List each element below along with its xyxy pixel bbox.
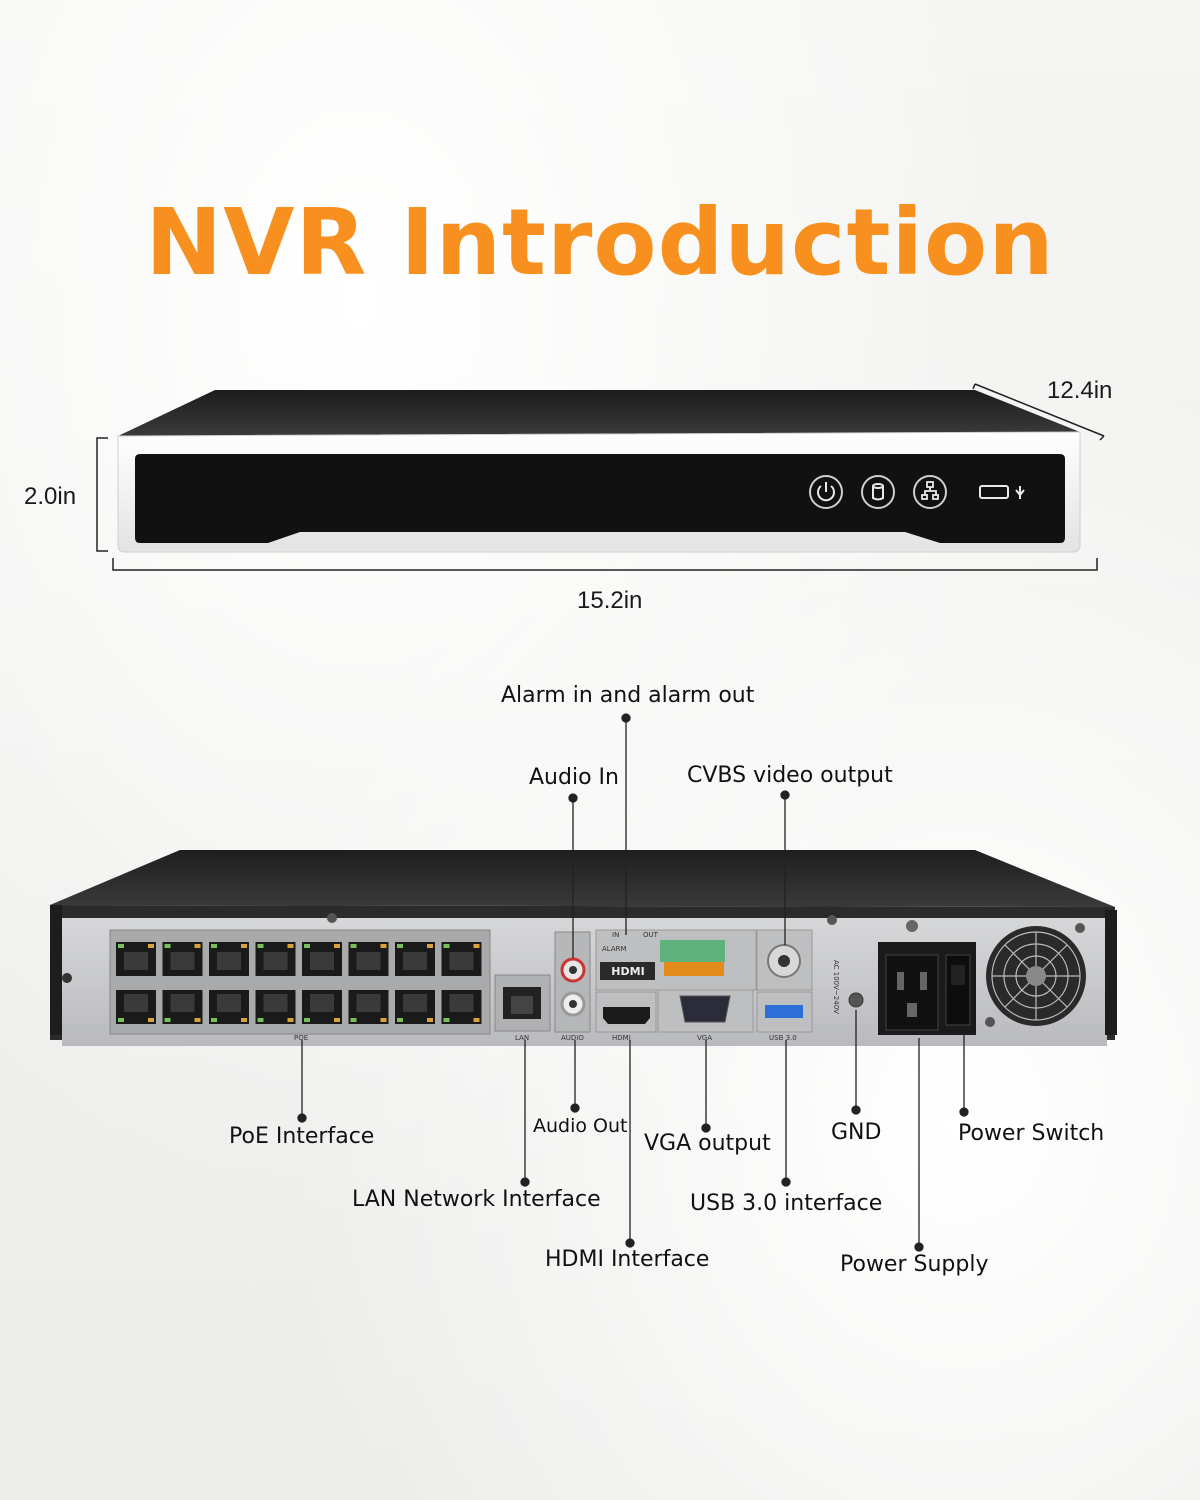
- height-label: 2.0in: [24, 483, 77, 510]
- poe-port: [162, 990, 203, 1024]
- poe-port: [255, 990, 296, 1024]
- poe-port: [348, 942, 389, 976]
- callout-alarm: Alarm in and alarm out: [501, 683, 755, 708]
- poe-port: [255, 942, 296, 976]
- callout-audio-in: Audio In: [529, 765, 619, 790]
- poe-port: [302, 990, 342, 1024]
- callout-hdmi: HDMI Interface: [545, 1247, 710, 1272]
- network-icon: [921, 481, 939, 500]
- panel-label-poe: POE: [294, 1034, 309, 1042]
- callout-gnd: GND: [831, 1120, 882, 1145]
- callout-vga: VGA output: [644, 1131, 771, 1156]
- panel-label-lan: LAN: [515, 1034, 530, 1042]
- panel-label-audio: AUDIO: [561, 1034, 584, 1042]
- poe-port: [209, 942, 249, 976]
- nvr-front-view: [117, 390, 1081, 553]
- panel-label-vga: VGA: [697, 1034, 713, 1042]
- callout-audio-out: Audio Out: [533, 1115, 628, 1137]
- callout-power-supply: Power Supply: [840, 1252, 989, 1277]
- poe-port: [162, 942, 203, 976]
- callout-power-switch: Power Switch: [958, 1121, 1105, 1146]
- poe-port: [116, 990, 156, 1024]
- nvr-rear-view: HDMI: [50, 850, 1117, 1046]
- panel-label-usb: USB 3.0: [769, 1034, 797, 1042]
- panel-label-hdmi: HDMI: [612, 1034, 631, 1042]
- poe-port: [441, 942, 482, 976]
- callout-cvbs: CVBS video output: [687, 763, 893, 788]
- usb-icon: [979, 485, 1025, 499]
- svg-text:HDMI: HDMI: [611, 965, 644, 978]
- panel-label-alarm: ALARM: [602, 945, 627, 953]
- page-title: NVR Introduction: [145, 189, 1055, 296]
- poe-port: [395, 990, 435, 1024]
- power-icon: [817, 482, 835, 502]
- width-label: 15.2in: [577, 587, 643, 614]
- callout-lan: LAN Network Interface: [352, 1187, 601, 1212]
- panel-label-out: OUT: [643, 931, 658, 939]
- hdd-icon: [872, 483, 884, 501]
- poe-port: [302, 942, 342, 976]
- depth-label: 12.4in: [1047, 377, 1113, 404]
- callout-poe: PoE Interface: [229, 1124, 375, 1149]
- dimension-lines: [96, 383, 1105, 571]
- poe-port: [209, 990, 249, 1024]
- poe-port: [116, 942, 156, 976]
- panel-label-in: IN: [612, 931, 620, 939]
- poe-port: [348, 990, 389, 1024]
- callout-usb: USB 3.0 interface: [690, 1191, 883, 1216]
- poe-port: [441, 990, 482, 1024]
- panel-label-ac: AC 100V~240V: [832, 960, 840, 1014]
- poe-port: [395, 942, 435, 976]
- leader-lines: [297, 713, 969, 1252]
